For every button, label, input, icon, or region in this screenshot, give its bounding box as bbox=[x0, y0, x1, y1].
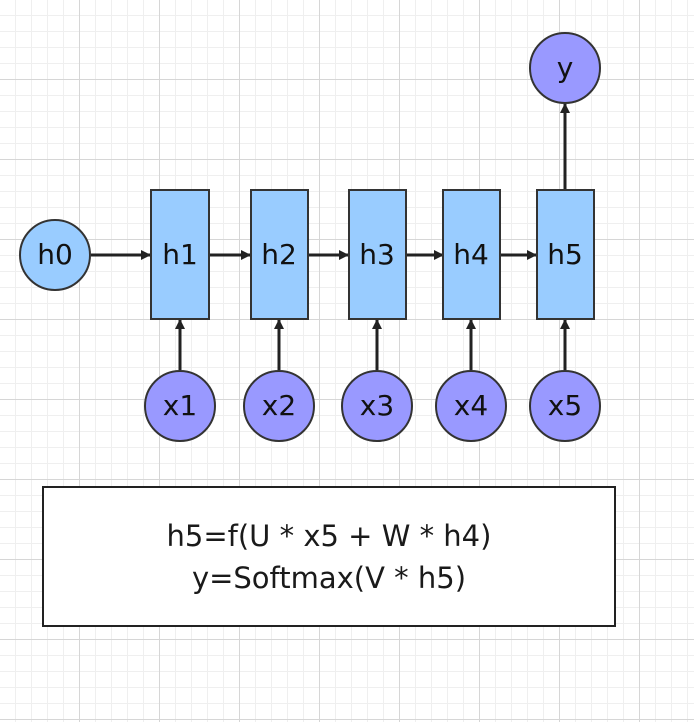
node-y: y bbox=[529, 32, 601, 104]
node-x1: x1 bbox=[144, 370, 216, 442]
node-h1-label: h1 bbox=[162, 238, 198, 271]
formula-line-2: y=Softmax(V * h5) bbox=[191, 560, 467, 595]
node-x2-label: x2 bbox=[262, 389, 296, 422]
node-h5: h5 bbox=[536, 189, 595, 320]
node-y-label: y bbox=[557, 51, 574, 84]
node-h3: h3 bbox=[348, 189, 407, 320]
node-x2: x2 bbox=[243, 370, 315, 442]
node-h2: h2 bbox=[250, 189, 309, 320]
node-x1-label: x1 bbox=[163, 389, 197, 422]
node-h0: h0 bbox=[19, 219, 91, 291]
node-x4: x4 bbox=[435, 370, 507, 442]
node-h3-label: h3 bbox=[359, 238, 395, 271]
node-x3-label: x3 bbox=[360, 389, 394, 422]
node-h0-label: h0 bbox=[37, 238, 73, 271]
formula-box: h5=f(U * x5 + W * h4) y=Softmax(V * h5) bbox=[42, 486, 616, 627]
node-x5-label: x5 bbox=[548, 389, 582, 422]
formula-line-1: h5=f(U * x5 + W * h4) bbox=[166, 518, 492, 553]
node-x4-label: x4 bbox=[454, 389, 488, 422]
node-x3: x3 bbox=[341, 370, 413, 442]
node-h4-label: h4 bbox=[453, 238, 489, 271]
node-x5: x5 bbox=[529, 370, 601, 442]
node-h2-label: h2 bbox=[261, 238, 297, 271]
node-h1: h1 bbox=[150, 189, 210, 320]
node-h5-label: h5 bbox=[547, 238, 583, 271]
node-h4: h4 bbox=[442, 189, 501, 320]
